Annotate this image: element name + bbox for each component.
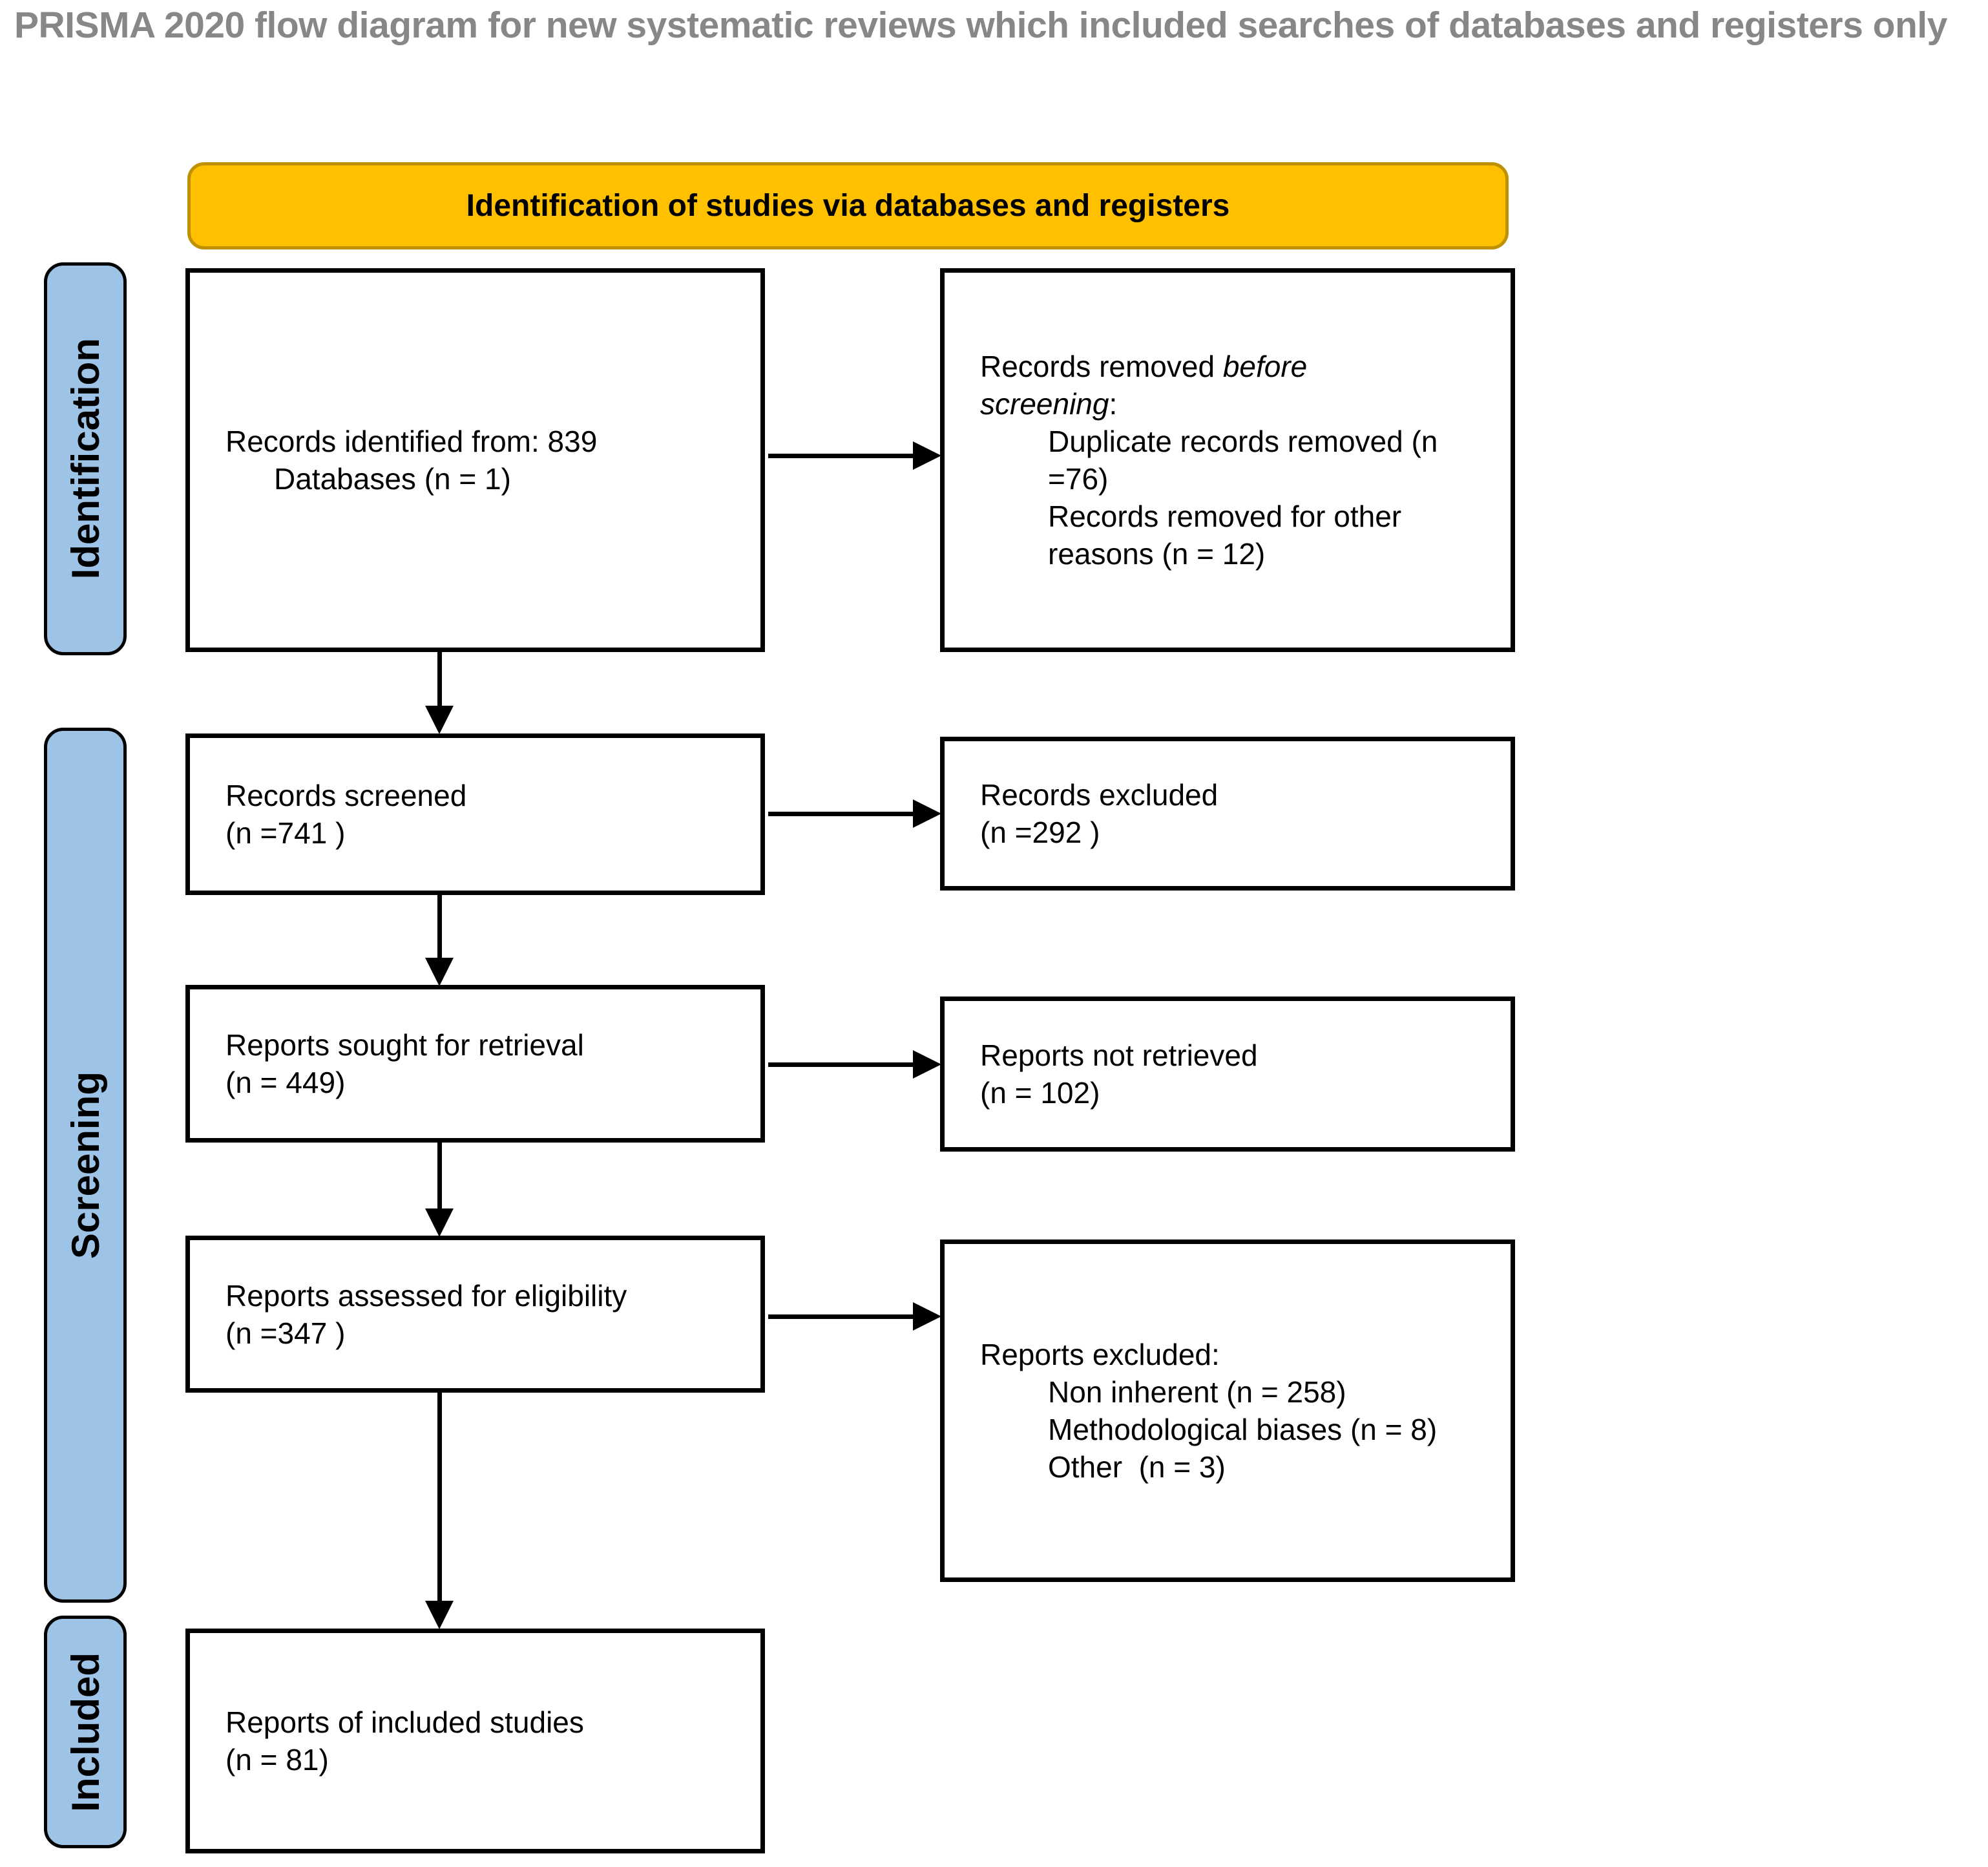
box-line: (n = 102) (980, 1076, 1100, 1110)
box-line: (n = 449) (225, 1066, 346, 1099)
stage-label-text: Included (63, 1652, 107, 1812)
arrow-line (437, 895, 442, 960)
stage-label-identification: Identification (44, 262, 127, 655)
box-records-identified: Records identified from: 839 Databases (… (185, 268, 765, 652)
arrowhead-right-icon (913, 1302, 941, 1331)
box-records-excluded: Records excluded (n =292 ) (940, 737, 1515, 891)
arrowhead-down-icon (425, 1601, 454, 1629)
box-reports-included: Reports of included studies (n = 81) (185, 1629, 765, 1853)
box-line: Records screened (225, 779, 467, 812)
arrowhead-right-icon (913, 1050, 941, 1079)
box-line: Records removed before screening: (980, 348, 1419, 423)
box-records-screened: Records screened (n =741 ) (185, 733, 765, 895)
intro-colon: : (1109, 387, 1118, 421)
box-line: Reports sought for retrieval (225, 1028, 584, 1062)
arrow-line (768, 1062, 916, 1067)
identification-banner: Identification of studies via databases … (187, 162, 1509, 249)
box-line: Databases (n = 1) (274, 462, 511, 496)
box-reports-sought: Reports sought for retrieval (n = 449) (185, 985, 765, 1143)
stage-label-included: Included (44, 1616, 127, 1848)
box-line: Other (n = 3) (1048, 1450, 1226, 1484)
box-reports-assessed: Reports assessed for eligibility (n =347… (185, 1236, 765, 1393)
page-title: PRISMA 2020 flow diagram for new systema… (14, 5, 1947, 46)
arrow-line (437, 1393, 442, 1603)
box-line: Reports assessed for eligibility (225, 1278, 627, 1313)
box-line: Records identified from: 839 (225, 425, 598, 458)
box-line: Records excluded (980, 778, 1219, 812)
arrow-line (437, 652, 442, 708)
box-line: Methodological biases (n = 8) (1048, 1413, 1438, 1446)
box-line: Reports excluded: (980, 1338, 1220, 1371)
arrowhead-right-icon (913, 441, 941, 470)
box-line: Non inherent (n = 258) (1048, 1375, 1346, 1409)
stage-label-screening: Screening (44, 728, 127, 1603)
box-line: (n = 81) (225, 1743, 329, 1777)
intro-text: Records removed (980, 350, 1223, 383)
arrow-line (768, 812, 916, 816)
box-reports-excluded: Reports excluded: Non inherent (n = 258)… (940, 1239, 1515, 1582)
box-line: Reports not retrieved (980, 1039, 1258, 1072)
intro-italic-text: before screening (980, 350, 1316, 421)
banner-label: Identification of studies via databases … (466, 189, 1230, 223)
arrow-line (437, 1141, 442, 1210)
box-line: Duplicate records removed (n =76) (1048, 425, 1447, 496)
box-records-removed: Records removed before screening: Duplic… (940, 268, 1515, 652)
arrowhead-right-icon (913, 799, 941, 828)
box-reports-not-retrieved: Reports not retrieved (n = 102) (940, 997, 1515, 1152)
box-line: (n =292 ) (980, 816, 1100, 849)
arrow-line (768, 454, 916, 458)
stage-label-text: Identification (63, 338, 107, 580)
stage-label-text: Screening (63, 1071, 107, 1260)
arrow-line (768, 1314, 916, 1319)
box-line: (n =741 ) (225, 816, 346, 850)
box-line: (n =347 ) (225, 1316, 346, 1350)
arrowhead-down-icon (425, 1208, 454, 1237)
arrowhead-down-icon (425, 958, 454, 986)
box-line: Records removed for other reasons (n = 1… (1048, 500, 1410, 571)
arrowhead-down-icon (425, 706, 454, 734)
box-line: Reports of included studies (225, 1705, 584, 1739)
